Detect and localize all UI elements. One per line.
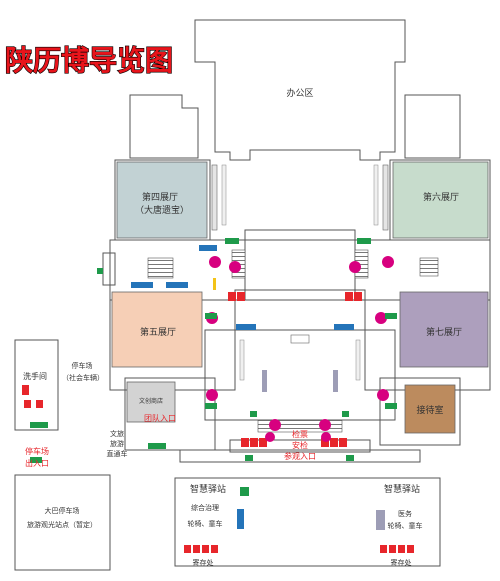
label-parking-sub: （社会车辆） [62, 373, 104, 382]
label-hall-4: 第四展厅 [142, 191, 178, 203]
label-visit-entrance: 参观入口 [284, 451, 316, 461]
label-storage-right: 寄存处 [391, 558, 412, 567]
label-washroom: 洗手间 [23, 371, 47, 381]
label-smart-station-left: 智慧驿站 [190, 483, 226, 495]
label-office: 办公区 [286, 87, 313, 99]
map-title: 陕历博导览图 [5, 44, 173, 77]
stairs-icon [147, 257, 174, 279]
label-group-entrance: 团队入口 [144, 413, 176, 423]
label-shuttle-2: 旅游 [110, 439, 124, 448]
label-shop: 文创商店 [139, 397, 163, 405]
label-ticket-check-2: 安检 [292, 440, 308, 450]
label-parking: 停车场 [72, 361, 93, 370]
storage-locker-icon [376, 510, 385, 530]
label-wheelchair-right: 轮椅、童车 [388, 521, 423, 530]
wheelchair-icon [240, 487, 249, 496]
label-reception: 接待室 [416, 404, 443, 416]
stairs-icon [419, 257, 439, 277]
label-smart-station-right: 智慧驿站 [384, 483, 420, 495]
label-bus-parking: 大巴停车场 [45, 506, 80, 515]
label-storage-left: 寄存处 [193, 558, 214, 567]
label-hall-6: 第六展厅 [423, 191, 459, 203]
label-ticket-check-1: 检票 [292, 429, 308, 439]
label-hall-5: 第五展厅 [140, 326, 176, 338]
label-parking-exit-1: 停车场 [25, 446, 49, 456]
bench-icon [262, 370, 267, 392]
hall-5[interactable] [111, 291, 203, 368]
label-wheelchair-left: 轮椅、童车 [188, 519, 223, 528]
toilet-icon [22, 292, 414, 553]
hall-7[interactable] [399, 291, 489, 368]
bench-icon [333, 370, 338, 392]
label-hall-7: 第七展厅 [426, 326, 462, 338]
label-parking-exit-2: 出入口 [25, 458, 49, 468]
label-bus-point: 旅游观光站点（暂定） [27, 520, 97, 529]
label-hall-4-sub: （大唐遗宝） [135, 204, 189, 216]
exit-sign-icon [30, 238, 397, 463]
label-shuttle-3: 直通车 [107, 449, 128, 458]
hall-4[interactable] [116, 161, 208, 239]
columns [211, 164, 389, 392]
reception-room[interactable] [404, 384, 456, 434]
label-shuttle-1: 文旅 [110, 429, 124, 438]
hall-6[interactable] [392, 161, 489, 239]
info-sign-icon [131, 245, 354, 529]
shop-room[interactable] [126, 381, 176, 423]
label-comprehensive: 综合治理 [191, 503, 219, 512]
elevator-icon[interactable] [206, 256, 394, 442]
label-medical: 医务 [398, 509, 412, 518]
